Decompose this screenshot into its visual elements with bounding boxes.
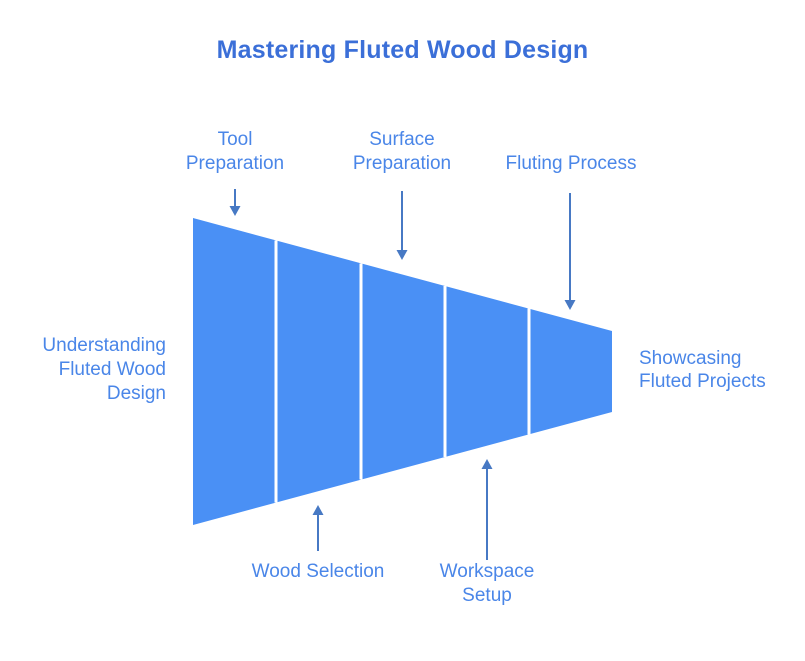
arrowhead-up-icon [481,459,493,469]
stage-label-understanding-fluted-wood-design: Understanding Fluted Wood Design [42,335,166,404]
funnel-shape [193,218,612,525]
stage-label-fluting-process: Fluting Process [505,153,637,174]
arrow-surface-preparation [396,191,408,260]
diagram-title: Mastering Fluted Wood Design [216,36,589,64]
arrowhead-down-icon [564,300,576,310]
stage-label-wood-selection: Wood Selection [251,561,385,582]
stage-label-workspace-setup: Workspace Setup [439,561,535,606]
stage-label-showcasing-fluted-projects: Showcasing Fluted Projects [639,348,766,392]
arrowhead-down-icon [229,206,241,216]
stage-label-tool-preparation: Tool Preparation [185,129,285,174]
arrow-workspace-setup [481,459,493,560]
arrow-wood-selection [312,505,324,551]
arrow-fluting-process [564,193,576,310]
arrow-tool-preparation [229,189,241,216]
arrowhead-up-icon [312,505,324,515]
arrowhead-down-icon [396,250,408,260]
stage-label-surface-preparation: Surface Preparation [352,129,452,174]
